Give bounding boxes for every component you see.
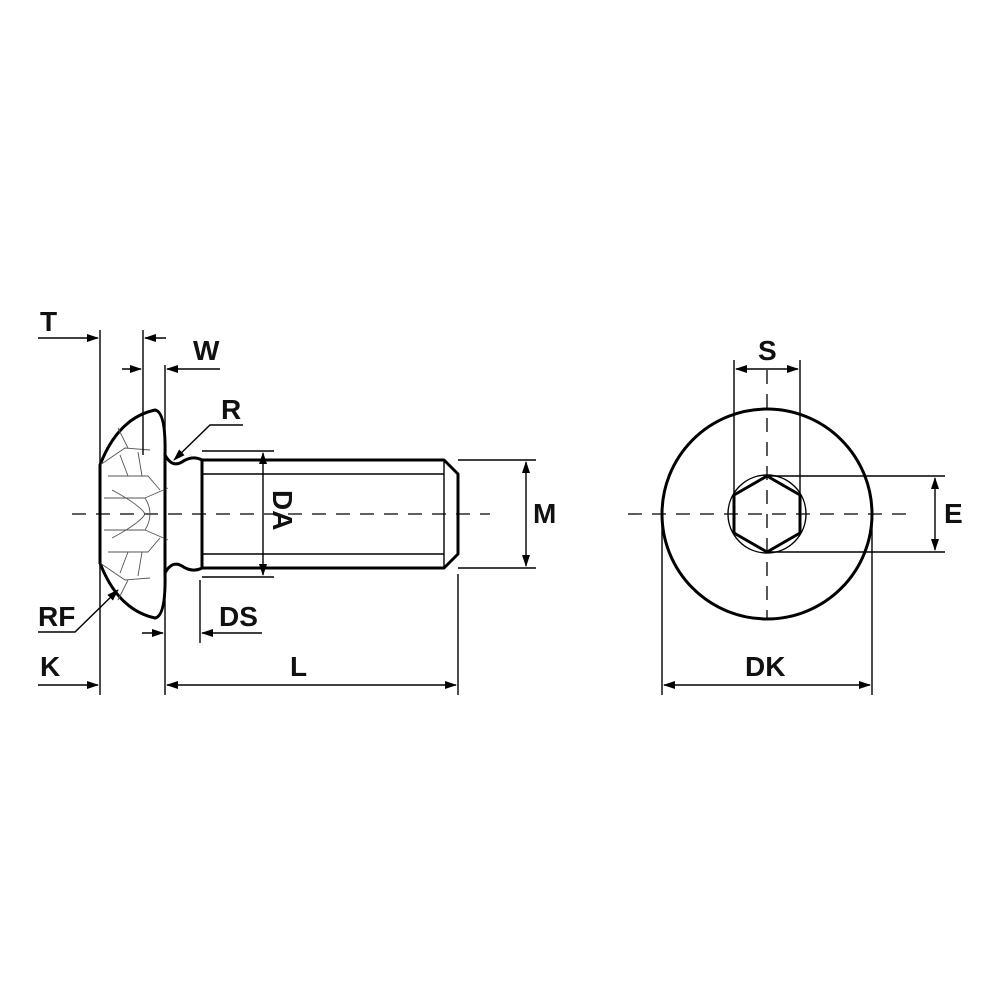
end-dimensions: [661, 360, 945, 695]
end-view: [628, 370, 910, 621]
label-e: E: [944, 498, 963, 529]
label-m: M: [533, 498, 556, 529]
label-ds: DS: [219, 601, 258, 632]
label-s: S: [758, 335, 777, 366]
side-dimensions: [38, 330, 536, 695]
neck-fillet-lower: [163, 562, 204, 575]
label-da: DA: [267, 490, 298, 530]
label-l: L: [290, 651, 307, 682]
label-w: W: [193, 335, 220, 366]
label-t: T: [40, 306, 57, 337]
label-r: R: [221, 394, 241, 425]
side-view: [72, 408, 490, 620]
label-rf: RF: [38, 601, 75, 632]
dim-rf-leader: [38, 589, 119, 633]
neck-fillet-upper: [163, 453, 204, 466]
socket-hatching: [99, 427, 169, 601]
dim-r-leader: [173, 424, 243, 461]
label-dk: DK: [745, 651, 785, 682]
label-k: K: [40, 651, 60, 682]
